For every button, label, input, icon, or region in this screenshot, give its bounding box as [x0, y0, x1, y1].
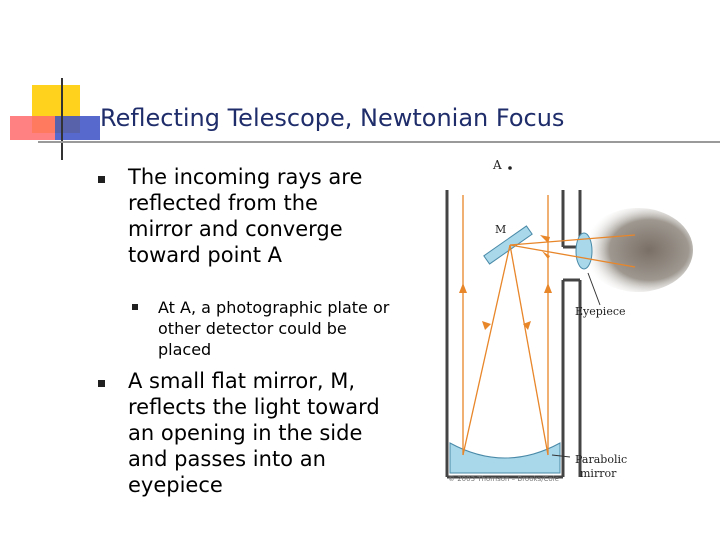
- bullet-1-text: The incoming rays are reflected from the…: [128, 165, 363, 267]
- ray-arrow: [540, 235, 550, 243]
- reflected-ray-left: [462, 244, 511, 456]
- label-parabolic: Parabolic: [575, 453, 628, 466]
- telescope-svg: [445, 166, 693, 479]
- ray-arrow: [482, 321, 491, 330]
- copyright-text: © 2003 Thomson – Brooks/Cole: [448, 475, 559, 483]
- sub-bullet-marker: [132, 304, 138, 310]
- label-mirror: mirror: [580, 467, 617, 480]
- ray-arrow: [542, 251, 550, 259]
- ray-arrow: [523, 321, 531, 330]
- parabolic-mirror: [449, 442, 561, 474]
- corner-logo: [10, 78, 100, 160]
- eyepiece-lens: [575, 232, 593, 270]
- bullet-3-text: A small flat mirror, M, reflects the lig…: [128, 369, 380, 497]
- to-eyepiece-ray-lower: [509, 244, 636, 268]
- ray-arrow: [459, 283, 467, 293]
- mirror-pointer: [551, 454, 571, 458]
- bullet-marker: [98, 380, 105, 387]
- label-m: M: [495, 223, 507, 236]
- slide-title: Reflecting Telescope, Newtonian Focus: [100, 104, 565, 132]
- viewer-eye-icon: [583, 208, 693, 292]
- label-a: A: [493, 158, 502, 172]
- reflected-ray-right: [509, 244, 549, 456]
- logo-red-bar: [10, 116, 55, 140]
- label-eyepiece: Eyepiece: [575, 305, 626, 318]
- to-eyepiece-ray-upper: [509, 234, 636, 246]
- title-divider: [38, 141, 720, 143]
- telescope-diagram: A M Eyepiece Parabolic mirror © 2003 Tho…: [430, 155, 715, 490]
- flat-mirror-m: [483, 225, 533, 265]
- ray-arrow: [544, 283, 552, 293]
- point-a-dot: [508, 166, 512, 170]
- eyepiece-pointer: [587, 272, 601, 306]
- bullet-2-text: At A, a photographic plate or other dete…: [158, 298, 390, 359]
- bullet-marker: [98, 176, 105, 183]
